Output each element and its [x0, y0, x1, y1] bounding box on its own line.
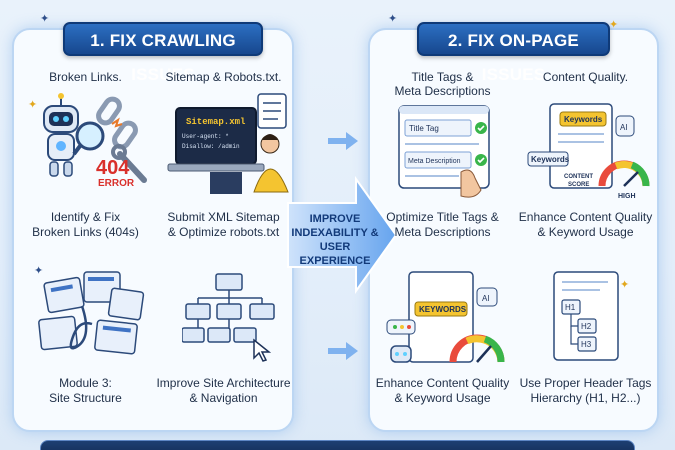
content-quality-icon: Keywords Keywords AI CONTENT SCORE HIGH [527, 103, 650, 200]
center-line-3: USER EXPERIENCE [299, 241, 371, 267]
header-tags-card: H1 H2 H3 Use Proper Header Tags Hierarch… [518, 256, 653, 426]
site-structure-caption-1: Module 3: [59, 376, 112, 390]
ai-badge: AI [620, 123, 628, 132]
sitemap-laptop-icon: Sitemap.xml User-agent: * Disallow: /adm… [167, 93, 289, 194]
sitemap-screen-title: Sitemap.xml [186, 117, 246, 127]
sparkle-icon: ✦ [28, 99, 38, 111]
title-tag-label: Title Tag [409, 124, 439, 133]
broken-links-caption-1: Identify & Fix [50, 210, 121, 224]
sparkle-icon: ✦ [609, 19, 619, 31]
h1-label: H1 [565, 303, 576, 312]
keyword-gauge-icon: KEYWORDS AI [386, 271, 505, 363]
sparkle-icon: ✦ [388, 13, 398, 25]
error-word-text: ERROR [98, 178, 135, 189]
crawling-issues-title: 1. FIX CRAWLING ISSUES [63, 22, 263, 84]
title-tags-page-icon: Title Tag Meta Description [398, 105, 490, 198]
title-tags-heading-2: Meta Descriptions [394, 84, 491, 98]
keywords-highlight: KEYWORDS [419, 305, 467, 314]
sparkle-icon: ✦ [620, 279, 630, 291]
header-tags-caption-2: Hierarchy (H1, H2...) [530, 391, 641, 405]
center-line-1: IMPROVE [309, 213, 361, 225]
header-hierarchy-icon: H1 H2 H3 [553, 271, 619, 361]
site-structure-card: Module 3: Site Structure [18, 256, 153, 426]
error-code-text: 404 [96, 157, 130, 179]
site-architecture-card: Improve Site Architecture & Navigation [156, 256, 291, 426]
sitemap-robots-card: Sitemap & Robots.txt. Sitemap.xml User-a… [156, 62, 291, 242]
sparkle-icon: ✦ [34, 265, 44, 277]
broken-link-robot-icon: 404 ERROR [43, 93, 147, 189]
keyword-usage-caption-2: & Keyword Usage [394, 391, 491, 405]
sitemap-caption-1: Submit XML Sitemap [167, 210, 280, 224]
arrow-right-icon [328, 132, 358, 150]
arrow-right-icon [328, 342, 358, 360]
keywords-tag-1: Keywords [564, 115, 603, 124]
onpage-issues-panel [368, 28, 659, 432]
content-quality-caption-1: Enhance Content Quality [518, 210, 653, 224]
title-tags-caption-1: Optimize Title Tags & [386, 210, 499, 224]
gauge-high-label: HIGH [618, 193, 636, 200]
center-line-2: INDEXABILITY & [291, 227, 379, 239]
robots-line-1: User-agent: * [182, 133, 229, 140]
sitemap-robots-heading: Sitemap & Robots.txt. [165, 70, 282, 84]
onpage-issues-title: 2. FIX ON-PAGE ISSUES [417, 22, 610, 84]
content-quality-card: Content Quality. Keywords Keywords AI CO… [518, 62, 653, 242]
keywords-tag-2: Keywords [531, 155, 570, 164]
broken-links-caption-2: Broken Links (404s) [32, 225, 139, 239]
center-message: IMPROVE INDEXABILITY & USER EXPERIENCE [289, 212, 381, 268]
robots-line-2: Disallow: /admin [182, 143, 240, 150]
broken-links-card: Broken Links. 404 ERROR Identify & Fix B… [18, 62, 153, 242]
title-tags-card: Title Tags & Meta Descriptions Title Tag… [375, 62, 510, 242]
big-arrow-icon [287, 175, 398, 295]
sitemap-tree-icon [182, 273, 275, 362]
architecture-caption-1: Improve Site Architecture [156, 376, 291, 390]
title-tags-caption-2: Meta Descriptions [394, 225, 491, 239]
broken-links-heading: Broken Links. [49, 70, 122, 84]
meta-description-label: Meta Description [408, 158, 461, 165]
keyword-usage-card: KEYWORDS AI Enhance Content Quality & Ke… [375, 256, 510, 426]
h2-label: H2 [581, 322, 592, 331]
content-quality-caption-2: & Keyword Usage [537, 225, 634, 239]
ai-badge-2: AI [482, 294, 490, 303]
sitemap-caption-2: & Optimize robots.txt [167, 225, 280, 239]
content-score-label-2: SCORE [568, 182, 589, 188]
header-tags-caption-1: Use Proper Header Tags [519, 376, 652, 390]
site-structure-caption-2: Site Structure [49, 391, 122, 405]
content-quality-heading: Content Quality. [542, 70, 629, 84]
content-score-label-1: CONTENT [564, 174, 593, 180]
site-pages-icon [38, 271, 145, 355]
keyword-usage-caption-1: Enhance Content Quality [375, 376, 510, 390]
sparkle-icon: ✦ [40, 13, 50, 25]
bottom-bar [40, 440, 635, 450]
h3-label: H3 [581, 340, 592, 349]
title-tags-heading-1: Title Tags & [411, 70, 474, 84]
architecture-caption-2: & Navigation [189, 391, 258, 405]
